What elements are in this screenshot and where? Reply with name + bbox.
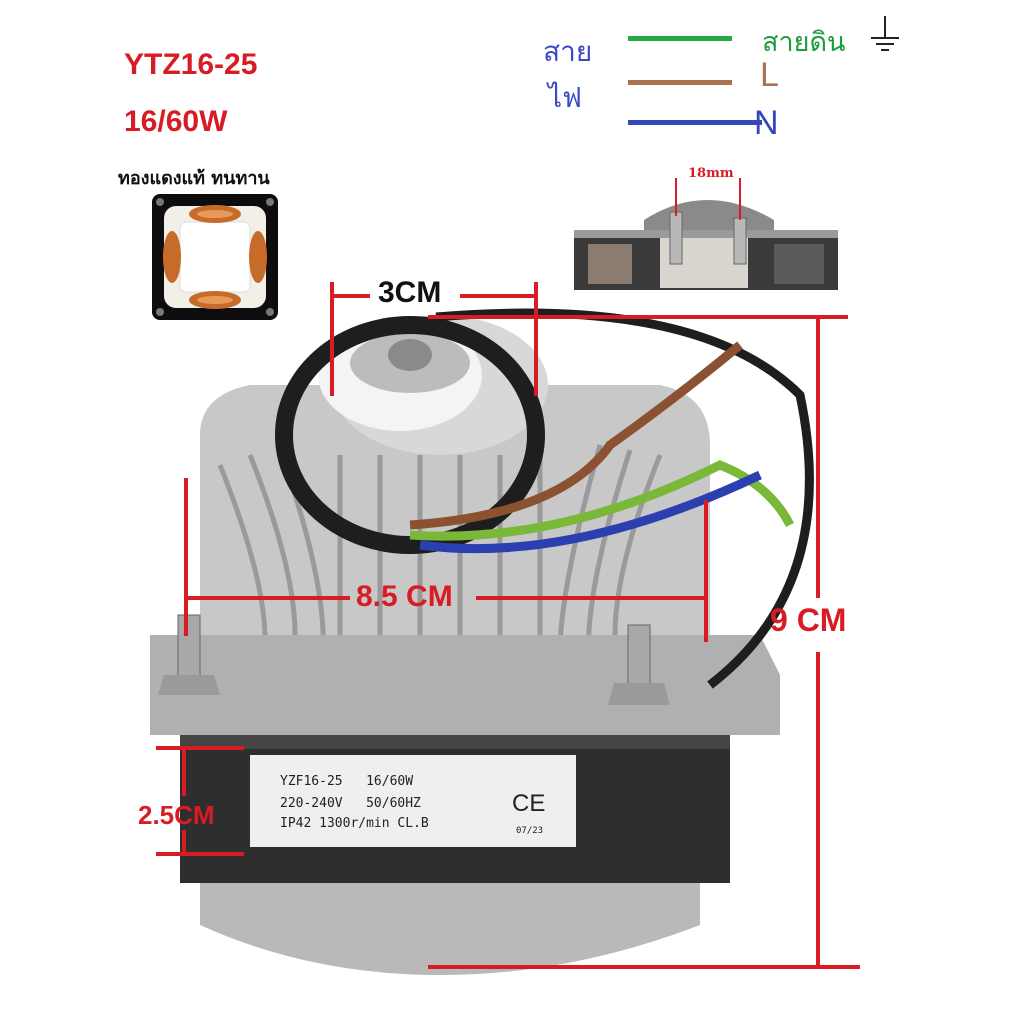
terminal-photo [574, 160, 838, 290]
nameplate-line3: IP42 1300r/min CL.B [280, 816, 429, 831]
ground-wire-swatch [628, 36, 732, 41]
model-title: YTZ16-25 [124, 48, 258, 81]
shaft-width-label: 3CM [378, 276, 442, 309]
ground-symbol-icon [868, 14, 902, 54]
power-rating: 16/60W [124, 105, 228, 138]
nameplate-date: 07/23 [516, 826, 544, 836]
nameplate: YZF16-25 16/60W 220-240V 50/60HZ IP42 13… [254, 758, 576, 848]
wire-label-line2: ไฟ [548, 81, 582, 114]
nameplate-line2: 220-240V 50/60HZ [280, 796, 421, 811]
base-height-label: 2.5CM [138, 800, 215, 830]
coil-caption: ทองแดงแท้ ทนทาน [118, 168, 270, 189]
ce-mark: CE [512, 790, 546, 817]
neutral-label: N [754, 104, 779, 142]
height-label: 9 CM [770, 602, 847, 638]
body-width-label: 8.5 CM [356, 580, 453, 613]
neutral-wire-swatch [628, 120, 762, 125]
ground-label: สายดิน [762, 27, 846, 58]
wire-label-line1: สาย [543, 35, 593, 68]
terminal-spacing-label: 18mm [688, 166, 734, 181]
live-wire-swatch [628, 80, 732, 85]
motor-photo [140, 285, 900, 975]
nameplate-line1: YZF16-25 16/60W [280, 774, 414, 789]
coil-photo [150, 192, 280, 322]
live-label: L [760, 56, 779, 94]
